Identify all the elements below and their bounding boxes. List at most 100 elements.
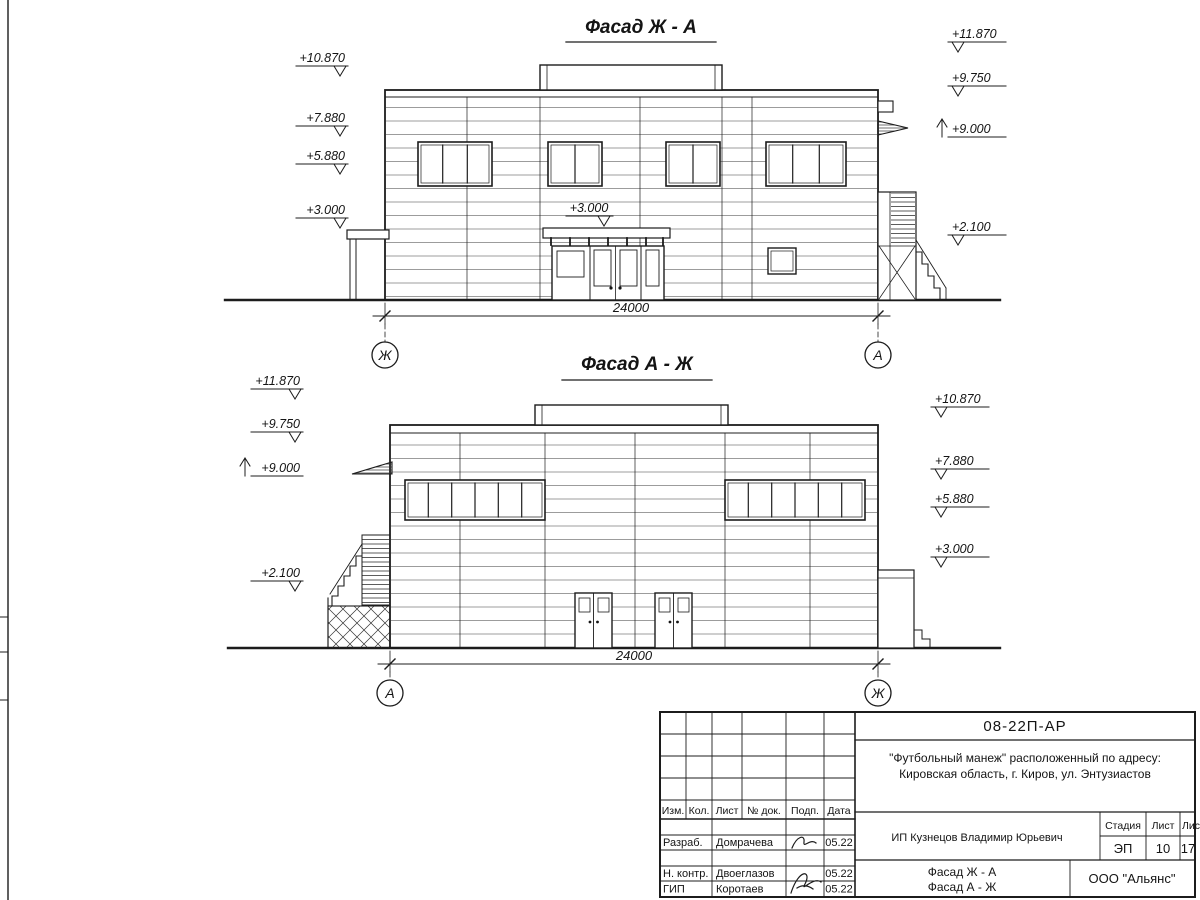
parapet <box>534 404 729 426</box>
facade-a-zh-drawing: Фасад А - Ж <box>226 354 1002 707</box>
stage-label: Стадия <box>1105 820 1141 832</box>
name: Домрачева <box>716 837 774 849</box>
exterior-stairs <box>877 191 947 301</box>
title-block: Изм. Кол. Лист № док. Подп. Дата Разраб.… <box>659 711 1200 898</box>
svg-text:+10.870: +10.870 <box>935 392 981 406</box>
svg-text:+10.870: +10.870 <box>299 51 345 65</box>
elevation-mark: +3.000 <box>295 203 349 229</box>
col-header: Подп. <box>791 805 819 817</box>
signature <box>791 836 817 849</box>
sheet-frame <box>0 0 9 900</box>
signer-row: Н. контр. Двоеглазов 05.22 <box>663 868 853 880</box>
dimension: 24000 <box>372 300 891 325</box>
date: 05.22 <box>825 868 853 880</box>
sheet-name-line1: Фасад Ж - А <box>928 865 997 879</box>
svg-text:+11.870: +11.870 <box>255 374 300 388</box>
sheet-label: Лист <box>1152 820 1175 832</box>
signer-row: Разраб. Домрачева 05.22 <box>663 836 853 849</box>
door <box>574 592 613 649</box>
facade-title: Фасад Ж - А <box>585 17 697 38</box>
door-handle <box>588 620 592 624</box>
svg-text:+9.000: +9.000 <box>952 122 991 136</box>
project-address-line1: "Футбольный манеж" расположенный по адре… <box>889 751 1161 765</box>
svg-text:Ж: Ж <box>871 685 886 701</box>
dimension: 24000 <box>377 648 891 673</box>
elevation-mark: +7.880 <box>295 111 349 137</box>
svg-text:А: А <box>384 685 394 701</box>
elevation-mark: +7.880 <box>930 454 990 480</box>
elevation-mark: +10.870 <box>930 392 990 418</box>
date: 05.22 <box>825 837 853 849</box>
axis-marker: А <box>864 323 892 369</box>
left-porch <box>346 229 390 300</box>
role: Разраб. <box>663 837 703 849</box>
svg-text:+7.880: +7.880 <box>306 111 345 125</box>
elevation-mark: +5.880 <box>930 492 990 518</box>
door-handle <box>618 286 622 290</box>
sheets-label: Листов <box>1182 820 1200 832</box>
elevation-mark: +2.100 <box>250 566 304 592</box>
company: ООО "Альянс" <box>1089 871 1176 886</box>
role: ГИП <box>663 884 685 896</box>
building-elevation <box>327 404 931 649</box>
window <box>724 479 866 521</box>
window <box>665 141 721 187</box>
svg-text:+11.870: +11.870 <box>952 27 997 41</box>
entrance <box>542 227 671 301</box>
exterior-stairs <box>327 461 393 649</box>
parapet <box>539 64 723 91</box>
elevation-mark: +3.000 <box>565 201 614 227</box>
col-header: Дата <box>827 805 850 817</box>
window <box>417 141 493 187</box>
svg-text:+9.750: +9.750 <box>952 71 991 85</box>
col-header: Изм. <box>662 805 685 817</box>
svg-text:+7.880: +7.880 <box>935 454 974 468</box>
window <box>765 141 847 187</box>
elevation-mark: +3.000 <box>930 542 990 568</box>
elevation-mark: +9.000 <box>239 457 304 477</box>
elevation-mark: +11.870 <box>947 27 1007 53</box>
side-structure <box>877 569 931 649</box>
roof-elements <box>877 100 909 136</box>
svg-text:+3.000: +3.000 <box>935 542 974 556</box>
revision-table: Изм. Кол. Лист № док. Подп. Дата Разраб.… <box>659 711 856 898</box>
col-header: Лист <box>716 805 739 817</box>
info-section: 08-22П-АР "Футбольный манеж" расположенн… <box>854 718 1200 898</box>
axis-marker: Ж <box>371 323 399 369</box>
svg-text:+9.000: +9.000 <box>261 461 300 475</box>
door-handle <box>596 620 599 624</box>
col-header: Кол. <box>689 805 710 817</box>
door-handle <box>676 620 679 624</box>
facade-title: Фасад А - Ж <box>581 354 694 375</box>
window <box>547 141 603 187</box>
elevation-mark: +9.750 <box>947 71 1007 97</box>
door <box>654 592 693 649</box>
col-header: № док. <box>747 805 781 817</box>
facade-zh-a-drawing: Фасад Ж - А <box>223 17 1007 369</box>
svg-text:Ж: Ж <box>378 347 393 363</box>
elevation-mark: +9.750 <box>250 417 304 443</box>
canopy <box>542 227 671 239</box>
door-handle <box>668 620 672 624</box>
awning <box>351 461 393 475</box>
elevation-mark: +9.000 <box>936 118 1007 138</box>
building-elevation <box>346 64 947 301</box>
project-address-line2: Кировская область, г. Киров, ул. Энтузиа… <box>899 767 1151 781</box>
name: Двоеглазов <box>716 868 775 880</box>
axis-marker: А <box>376 671 404 707</box>
awning <box>877 120 909 136</box>
role: Н. контр. <box>663 868 708 880</box>
elevation-mark: +11.870 <box>250 374 304 400</box>
dimension-value: 24000 <box>612 300 650 315</box>
svg-text:+5.880: +5.880 <box>306 149 345 163</box>
stage-value: ЭП <box>1114 841 1133 856</box>
doc-number: 08-22П-АР <box>983 718 1066 735</box>
window <box>404 479 546 521</box>
small-window <box>767 247 797 275</box>
sheet-name-line2: Фасад А - Ж <box>928 880 997 894</box>
sheet-number: 10 <box>1156 841 1170 856</box>
svg-text:+3.000: +3.000 <box>306 203 345 217</box>
elevation-mark: +2.100 <box>947 220 1007 246</box>
svg-text:+2.100: +2.100 <box>261 566 300 580</box>
